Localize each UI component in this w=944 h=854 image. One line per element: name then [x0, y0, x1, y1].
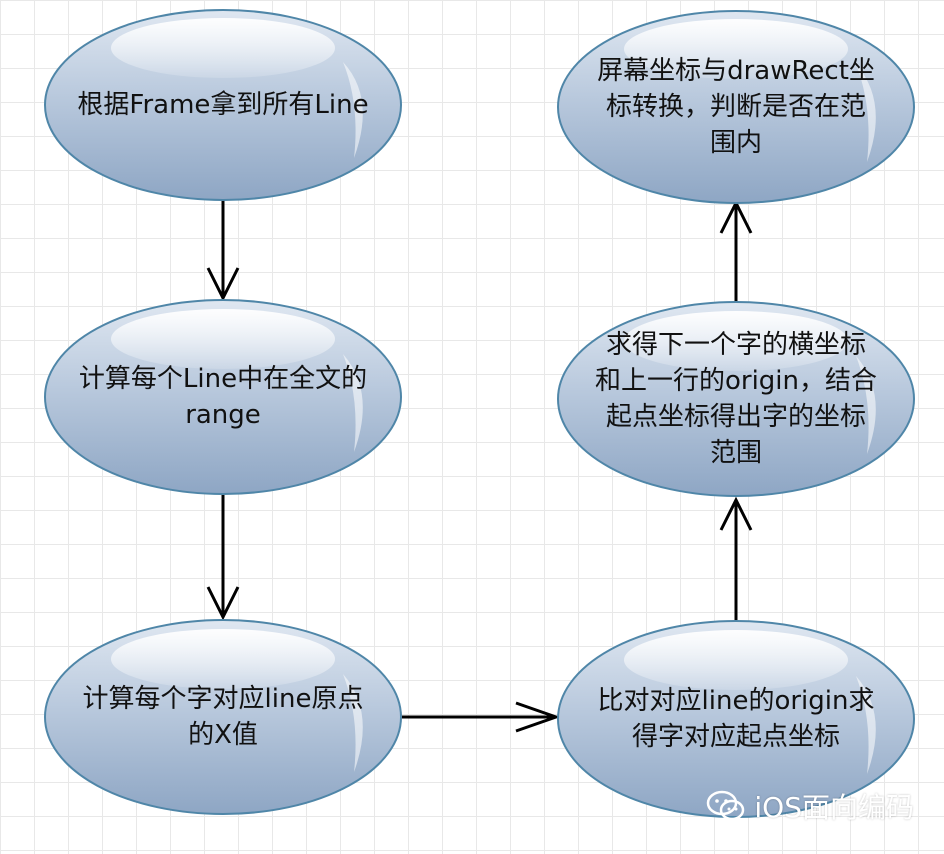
node-char-x-shape [44, 619, 402, 815]
edge-frame-to-range [206, 200, 240, 302]
watermark-text: iOS面向编码 [754, 791, 914, 824]
node-frame-lines-shape [44, 9, 402, 201]
edge-x-to-origin [402, 701, 561, 733]
node-origin-compare-shape [557, 620, 915, 818]
node-line-range-shape [44, 299, 402, 495]
watermark: iOS面向编码 [706, 786, 914, 826]
node-char-rect-shape [557, 301, 915, 497]
edge-origin-to-rect [719, 496, 753, 620]
edge-range-to-x [206, 495, 240, 621]
edge-rect-to-convert [719, 199, 753, 303]
node-convert-check-shape [557, 10, 915, 204]
wechat-icon [707, 790, 745, 821]
